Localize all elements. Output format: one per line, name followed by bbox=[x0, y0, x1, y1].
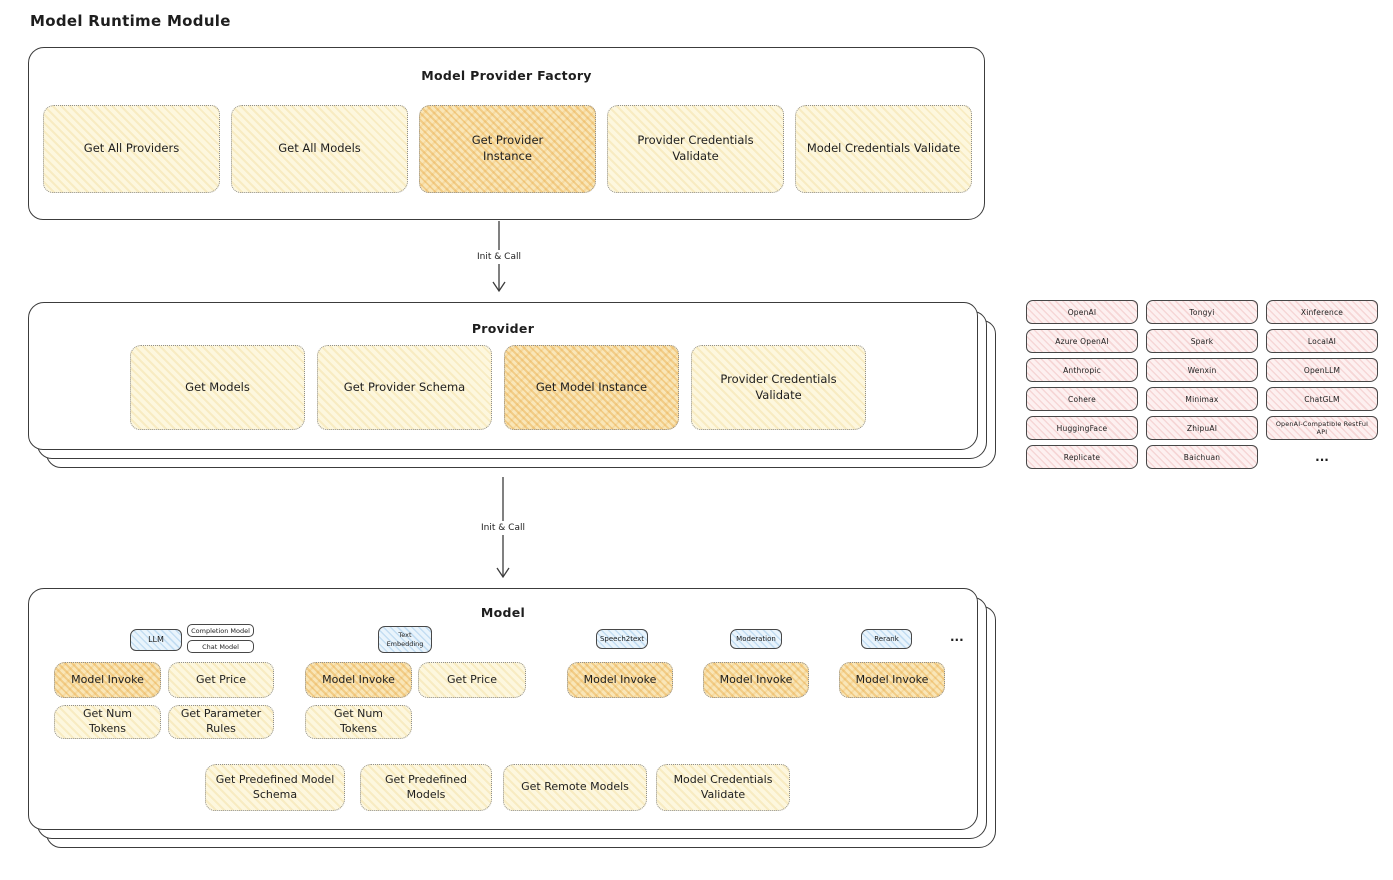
model-node-get-remote-models: Get Remote Models bbox=[503, 764, 647, 811]
provider-chip-replicate: Replicate bbox=[1026, 445, 1138, 469]
factory-node-get-all-providers: Get All Providers bbox=[43, 105, 220, 193]
node-label: Get Price bbox=[447, 672, 497, 686]
node-label: Get Model Instance bbox=[535, 379, 648, 394]
init-call-label-bottom: Init & Call bbox=[463, 521, 543, 535]
node-label: Provider Credentials Validate bbox=[720, 371, 837, 402]
node-label: Model Invoke bbox=[71, 672, 144, 686]
provider-chip-anthropic: Anthropic bbox=[1026, 358, 1138, 382]
node-label: Model Invoke bbox=[855, 672, 929, 686]
model-node-get-predefined-model-schema: Get Predefined Model Schema bbox=[205, 764, 345, 811]
node-label: Get Num Tokens bbox=[82, 707, 133, 735]
factory-node-model-credentials-validate: Model Credentials Validate bbox=[795, 105, 972, 193]
provider-chip-openllm: OpenLLM bbox=[1266, 358, 1378, 382]
provider-chip-zhipuai: ZhipuAI bbox=[1146, 416, 1258, 440]
model-node-llm-get-parameter-rules: Get Parameter Rules bbox=[168, 705, 274, 739]
factory-node-provider-credentials-validate: Provider Credentials Validate bbox=[607, 105, 784, 193]
provider-node-get-models: Get Models bbox=[130, 345, 305, 430]
provider-chip-azure-openai: Azure OpenAI bbox=[1026, 329, 1138, 353]
node-label: Get Predefined Models bbox=[385, 772, 467, 801]
model-type-llm: LLM bbox=[130, 629, 182, 651]
provider-chip-tongyi: Tongyi bbox=[1146, 300, 1258, 324]
model-type-chat-model: Chat Model bbox=[187, 640, 254, 653]
provider-chip-xinference: Xinference bbox=[1266, 300, 1378, 324]
node-label: Get Remote Models bbox=[521, 780, 629, 794]
model-type-completion-model: Completion Model bbox=[187, 624, 254, 637]
model-node-moderation-model-invoke: Model Invoke bbox=[703, 662, 809, 698]
model-node-llm-get-price: Get Price bbox=[168, 662, 274, 698]
provider-node-get-provider-schema: Get Provider Schema bbox=[317, 345, 492, 430]
provider-chip-openai: OpenAI bbox=[1026, 300, 1138, 324]
node-label: Model Credentials Validate bbox=[806, 141, 961, 156]
node-label: Model Invoke bbox=[583, 672, 657, 686]
model-node-llm-model-invoke: Model Invoke bbox=[54, 662, 161, 698]
factory-node-get-provider-instance: Get Provider Instance bbox=[419, 105, 596, 193]
provider-list: OpenAI Tongyi Xinference Azure OpenAI Sp… bbox=[1026, 300, 1378, 469]
node-label: Get All Providers bbox=[83, 141, 180, 156]
node-label: Model Credentials Validate bbox=[673, 772, 773, 801]
model-node-text-embedding-get-price: Get Price bbox=[418, 662, 526, 698]
node-label: Provider Credentials Validate bbox=[637, 133, 754, 163]
model-node-model-credentials-validate: Model Credentials Validate bbox=[656, 764, 790, 811]
provider-chip-localai: LocalAI bbox=[1266, 329, 1378, 353]
factory-node-get-all-models: Get All Models bbox=[231, 105, 408, 193]
provider-list-more: ... bbox=[1315, 450, 1329, 464]
provider-node-provider-credentials-validate: Provider Credentials Validate bbox=[691, 345, 866, 430]
node-label: Model Invoke bbox=[322, 672, 395, 686]
init-call-label-top: Init & Call bbox=[459, 250, 539, 264]
node-label: Model Invoke bbox=[719, 672, 793, 686]
provider-chip-openai-compatible: OpenAI-Compatible RestFul API bbox=[1266, 416, 1378, 440]
model-node-llm-get-num-tokens: Get Num Tokens bbox=[54, 705, 161, 739]
model-node-get-predefined-models: Get Predefined Models bbox=[360, 764, 492, 811]
node-label: Get Models bbox=[185, 379, 250, 394]
model-type-rerank: Rerank bbox=[861, 629, 912, 649]
provider-chip-spark: Spark bbox=[1146, 329, 1258, 353]
provider-chip-wenxin: Wenxin bbox=[1146, 358, 1258, 382]
model-provider-factory-title: Model Provider Factory bbox=[421, 68, 592, 83]
diagram-title: Model Runtime Module bbox=[30, 12, 231, 30]
provider-chip-minimax: Minimax bbox=[1146, 387, 1258, 411]
model-title: Model bbox=[480, 605, 526, 620]
node-label: Get Price bbox=[196, 672, 246, 686]
provider-node-get-model-instance: Get Model Instance bbox=[504, 345, 679, 430]
model-node-rerank-model-invoke: Model Invoke bbox=[839, 662, 945, 698]
provider-chip-baichuan: Baichuan bbox=[1146, 445, 1258, 469]
provider-chip-cohere: Cohere bbox=[1026, 387, 1138, 411]
model-type-moderation: Moderation bbox=[730, 629, 782, 649]
model-type-text-embedding: Text Embedding bbox=[378, 626, 432, 653]
node-label: Get Provider Instance bbox=[471, 133, 544, 163]
model-type-speech2text: Speech2text bbox=[596, 629, 648, 649]
provider-chip-huggingface: HuggingFace bbox=[1026, 416, 1138, 440]
model-node-speech2text-model-invoke: Model Invoke bbox=[567, 662, 673, 698]
node-label: Get Predefined Model Schema bbox=[215, 772, 335, 801]
model-node-text-embedding-model-invoke: Model Invoke bbox=[305, 662, 412, 698]
node-label: Get All Models bbox=[278, 141, 361, 156]
node-label: Get Num Tokens bbox=[333, 707, 384, 735]
node-label: Get Parameter Rules bbox=[180, 707, 262, 735]
node-label: Get Provider Schema bbox=[343, 379, 466, 394]
model-types-more: ... bbox=[950, 630, 964, 644]
model-node-text-embedding-get-num-tokens: Get Num Tokens bbox=[305, 705, 412, 739]
provider-chip-chatglm: ChatGLM bbox=[1266, 387, 1378, 411]
provider-title: Provider bbox=[471, 321, 535, 336]
